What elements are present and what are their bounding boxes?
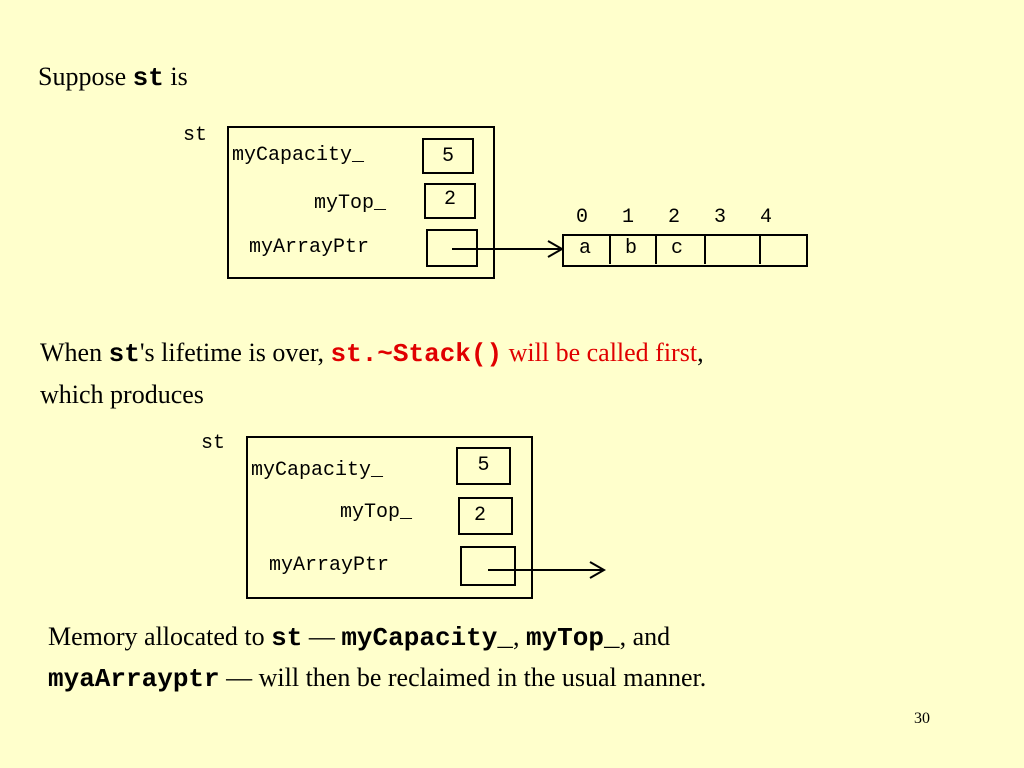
destructor-code-st: st xyxy=(108,339,140,369)
reclaim-text-4: , and xyxy=(619,622,671,651)
stack-var-label-after: st xyxy=(201,432,226,455)
reclaim-text-5: — will then be reclaimed in the usual ma… xyxy=(219,663,707,692)
page-number: 30 xyxy=(914,710,930,727)
capacity-value-box-after: 5 xyxy=(456,447,511,485)
ptr-value-box-after xyxy=(460,546,516,586)
destructor-line-b: which produces xyxy=(40,380,204,409)
array-index-4: 4 xyxy=(760,206,773,229)
reclaim-code-top: myTop_ xyxy=(525,623,620,653)
field-top-label-after: myTop_ xyxy=(340,501,413,524)
array-index-2: 2 xyxy=(668,206,681,229)
dangling-pointer-arrow-icon xyxy=(488,561,607,579)
field-ptr-label-after: myArrayPtr xyxy=(269,554,390,577)
intro-text-after: is xyxy=(163,62,188,91)
reclaim-text-1: Memory allocated to xyxy=(48,622,272,651)
array-index-0: 0 xyxy=(576,206,589,229)
array-cell-1: b xyxy=(624,237,637,260)
reclaim-code-st: st xyxy=(271,623,303,653)
destructor-text-3: will be called first xyxy=(502,338,698,367)
reclaim-line-b: myaArrayptr — will then be reclaimed in … xyxy=(48,663,707,694)
field-ptr-label: myArrayPtr xyxy=(249,236,370,259)
reclaim-text-3: , xyxy=(512,622,526,651)
reclaim-code-capacity: myCapacity_ xyxy=(341,623,513,653)
intro-code-st: st xyxy=(132,63,164,93)
array-index-3: 3 xyxy=(714,206,727,229)
top-value-box-after: 2 xyxy=(458,497,513,535)
destructor-code-call: st.~Stack() xyxy=(330,339,503,369)
field-capacity-label: myCapacity_ xyxy=(232,144,365,167)
top-value-box: 2 xyxy=(424,183,476,219)
reclaim-code-arrayptr: myaArrayptr xyxy=(48,664,220,694)
capacity-value-box: 5 xyxy=(422,138,474,174)
destructor-text-2: 's lifetime is over, xyxy=(139,338,331,367)
field-top-label: myTop_ xyxy=(314,192,387,215)
reclaim-text-2: — xyxy=(302,622,342,651)
intro-text-before: Suppose xyxy=(38,62,133,91)
pointer-arrow-icon xyxy=(452,240,565,258)
destructor-line: When st's lifetime is over, st.~Stack() … xyxy=(40,338,704,369)
array-cell-0: a xyxy=(578,237,591,260)
intro-line: Suppose st is xyxy=(38,62,188,93)
destructor-text-4: , xyxy=(697,338,704,367)
reclaim-line-a: Memory allocated to st — myCapacity_, my… xyxy=(48,622,671,653)
array-index-1: 1 xyxy=(622,206,635,229)
stack-var-label: st xyxy=(183,124,208,147)
destructor-text-1: When xyxy=(40,338,109,367)
array-cell-2: c xyxy=(670,237,683,260)
field-capacity-label-after: myCapacity_ xyxy=(251,459,384,482)
array-box xyxy=(562,234,808,267)
